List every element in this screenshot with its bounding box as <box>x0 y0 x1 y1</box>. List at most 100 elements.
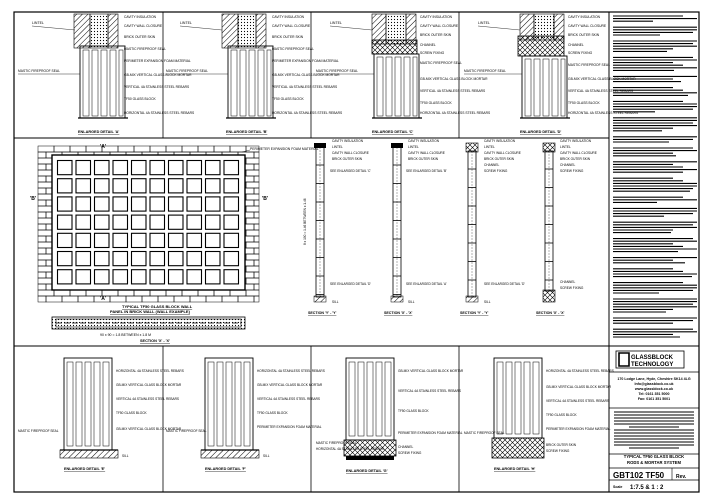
glass-block <box>149 250 166 267</box>
glass-block <box>130 232 147 249</box>
drawing-title-2: RODS & MORTAR SYSTEM <box>627 460 681 465</box>
disclaimer-text <box>614 411 694 449</box>
brick <box>189 295 207 303</box>
brick <box>133 289 151 297</box>
brick <box>37 187 47 195</box>
glass-block <box>167 214 184 230</box>
brick <box>253 283 260 291</box>
brick <box>37 211 47 219</box>
marker-b-left: 'B' <box>30 196 36 202</box>
brick <box>253 175 260 183</box>
svg-text:GB-MIX VERTICAL GLASS BLOCK MO: GB-MIX VERTICAL GLASS BLOCK MORTAR <box>257 383 323 387</box>
svg-text:BRICK OUTER SKIN: BRICK OUTER SKIN <box>332 157 363 161</box>
glass-block <box>149 269 166 285</box>
glass-block <box>56 232 73 249</box>
glass-block <box>149 196 166 212</box>
svg-text:CAVITY WALL CLOSURE: CAVITY WALL CLOSURE <box>408 151 445 155</box>
svg-text:CHANNEL: CHANNEL <box>420 43 436 47</box>
glass-block <box>223 214 240 230</box>
detail-h-bottom-panel: HORIZONTAL 4A STAINLESS STEEL REBARS GB-… <box>464 357 614 471</box>
svg-text:TF50 GLASS BLOCK: TF50 GLASS BLOCK <box>116 411 148 415</box>
svg-text:CHANNEL: CHANNEL <box>568 43 584 47</box>
svg-text:BRICK OUTER SKIN: BRICK OUTER SKIN <box>484 157 515 161</box>
glass-block <box>75 196 92 212</box>
brick <box>245 193 260 201</box>
svg-text:PERIMETER EXPANSION FOAM MATER: PERIMETER EXPANSION FOAM MATERIAL <box>546 427 611 431</box>
brick <box>253 151 260 159</box>
svg-text:PERIMETER EXPANSION FOAM MATER: PERIMETER EXPANSION FOAM MATERIAL <box>272 59 339 63</box>
brick <box>165 289 183 297</box>
glass-block <box>56 214 73 230</box>
label-horizontal-rebar: HORIZONTAL 4A STAINLESS STEEL REBARS <box>124 111 195 115</box>
label-perimeter-foam-elev: PERIMETER EXPANSION FOAM MATERIAL <box>250 147 319 151</box>
svg-text:HORIZONTAL 4A STAINLESS STEEL: HORIZONTAL 4A STAINLESS STEEL REBARS <box>257 369 325 373</box>
svg-text:CAVITY INSULATION: CAVITY INSULATION <box>420 15 453 19</box>
svg-text:PERIMETER EXPANSION FOAM MATER: PERIMETER EXPANSION FOAM MATERIAL <box>257 425 322 429</box>
glass-block <box>93 159 110 176</box>
svg-text:SILL: SILL <box>122 454 129 458</box>
telephone: Tel: 0161 351 5000 <box>638 392 669 396</box>
glass-block <box>204 196 221 212</box>
brick <box>53 289 71 297</box>
brick <box>245 205 260 213</box>
detail-e-bottom-panel: HORIZONTAL 4A STAINLESS STEEL REBARS GB-… <box>18 357 184 471</box>
glass-block <box>149 178 166 194</box>
caption-detail-h: ENLARGED DETAIL 'H' <box>494 467 535 471</box>
brick <box>37 289 55 297</box>
svg-text:SCREW FIXING: SCREW FIXING <box>484 169 508 173</box>
section-4-caption: SECTION 'X' - 'X' <box>536 311 565 315</box>
glass-block <box>223 232 240 249</box>
svg-text:HORIZONTAL 4A STAINLESS STEEL: HORIZONTAL 4A STAINLESS STEEL REBARS <box>568 111 639 115</box>
brick <box>69 145 87 153</box>
specification-notes <box>613 15 697 338</box>
brick <box>221 295 239 303</box>
section-1-caption: SECTION 'Y' - 'Y' <box>308 311 337 315</box>
glass-block <box>223 159 240 176</box>
glass-block <box>75 232 92 249</box>
glass-block <box>130 214 147 230</box>
label-gb-mortar: GB-MIX VERTICAL GLASS BLOCK MORTAR <box>124 73 192 77</box>
glass-block <box>112 214 129 230</box>
brick <box>253 199 260 207</box>
glass-block <box>112 196 129 212</box>
glass-block <box>186 250 203 267</box>
section-block-joints <box>545 151 553 291</box>
glass-block <box>167 269 184 285</box>
svg-text:GB-MIX VERTICAL GLASS BLOCK MO: GB-MIX VERTICAL GLASS BLOCK MORTAR <box>272 73 340 77</box>
wall-elevation: PERIMETER EXPANSION FOAM MATERIAL 'A' 'A… <box>30 144 319 343</box>
glass-block <box>112 250 129 267</box>
elevation-section-label: SECTION 'X' - 'X' <box>140 339 170 343</box>
svg-text:BRICK OUTER SKIN: BRICK OUTER SKIN <box>568 33 600 37</box>
svg-text:MASTIC FIREPROOF SEAL: MASTIC FIREPROOF SEAL <box>166 429 207 433</box>
svg-text:GB-MIX VERTICAL GLASS BLOCK MO: GB-MIX VERTICAL GLASS BLOCK MORTAR <box>116 383 182 387</box>
brick <box>213 145 231 153</box>
brick <box>205 295 223 303</box>
glass-block <box>186 214 203 230</box>
glass-block <box>204 232 221 249</box>
address-line-1: 170 Lodge Lane, Hyde, Cheshire SK14 4LG <box>617 377 691 381</box>
glass-block <box>149 159 166 176</box>
brick <box>37 175 47 183</box>
glass-block <box>75 250 92 267</box>
brick <box>37 295 47 303</box>
address-line-3: www.glassblock.co.uk <box>634 387 673 391</box>
brick <box>253 223 260 231</box>
brick <box>229 289 247 297</box>
label-vertical-rebar: VERTICAL 4A STAINLESS STEEL REBARS <box>124 85 190 89</box>
brick <box>37 271 47 279</box>
svg-text:MASTIC FIREPROOF SEAL: MASTIC FIREPROOF SEAL <box>166 69 208 73</box>
brick <box>37 145 55 153</box>
brick <box>229 145 247 153</box>
svg-text:HORIZONTAL 4A STAINLESS STEEL: HORIZONTAL 4A STAINLESS STEEL REBARS <box>272 111 343 115</box>
glass-block <box>56 269 73 285</box>
glass-block <box>112 159 129 176</box>
svg-text:SCREW FIXING: SCREW FIXING <box>546 449 570 453</box>
glass-block <box>130 269 147 285</box>
detail-c-top-panel: LINTEL CAVITY INSULATION CAVITY WALL CLO… <box>316 13 491 134</box>
brick <box>197 145 215 153</box>
brick <box>69 289 87 297</box>
brick <box>37 283 47 291</box>
svg-text:CAVITY INSULATION: CAVITY INSULATION <box>272 15 305 19</box>
svg-text:SCREW FIXING: SCREW FIXING <box>420 51 445 55</box>
glass-block <box>56 196 73 212</box>
